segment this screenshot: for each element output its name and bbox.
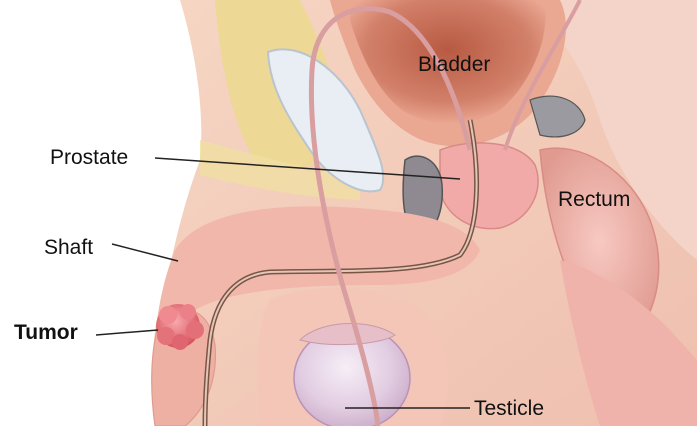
- prostate: [440, 143, 538, 229]
- leader-tumor: [96, 330, 158, 335]
- label-prostate: Prostate: [50, 147, 128, 168]
- leader-shaft: [112, 244, 178, 261]
- label-testicle: Testicle: [474, 398, 544, 419]
- label-bladder: Bladder: [418, 54, 490, 75]
- label-rectum: Rectum: [558, 189, 630, 210]
- label-shaft: Shaft: [44, 237, 93, 258]
- label-tumor: Tumor: [14, 322, 78, 343]
